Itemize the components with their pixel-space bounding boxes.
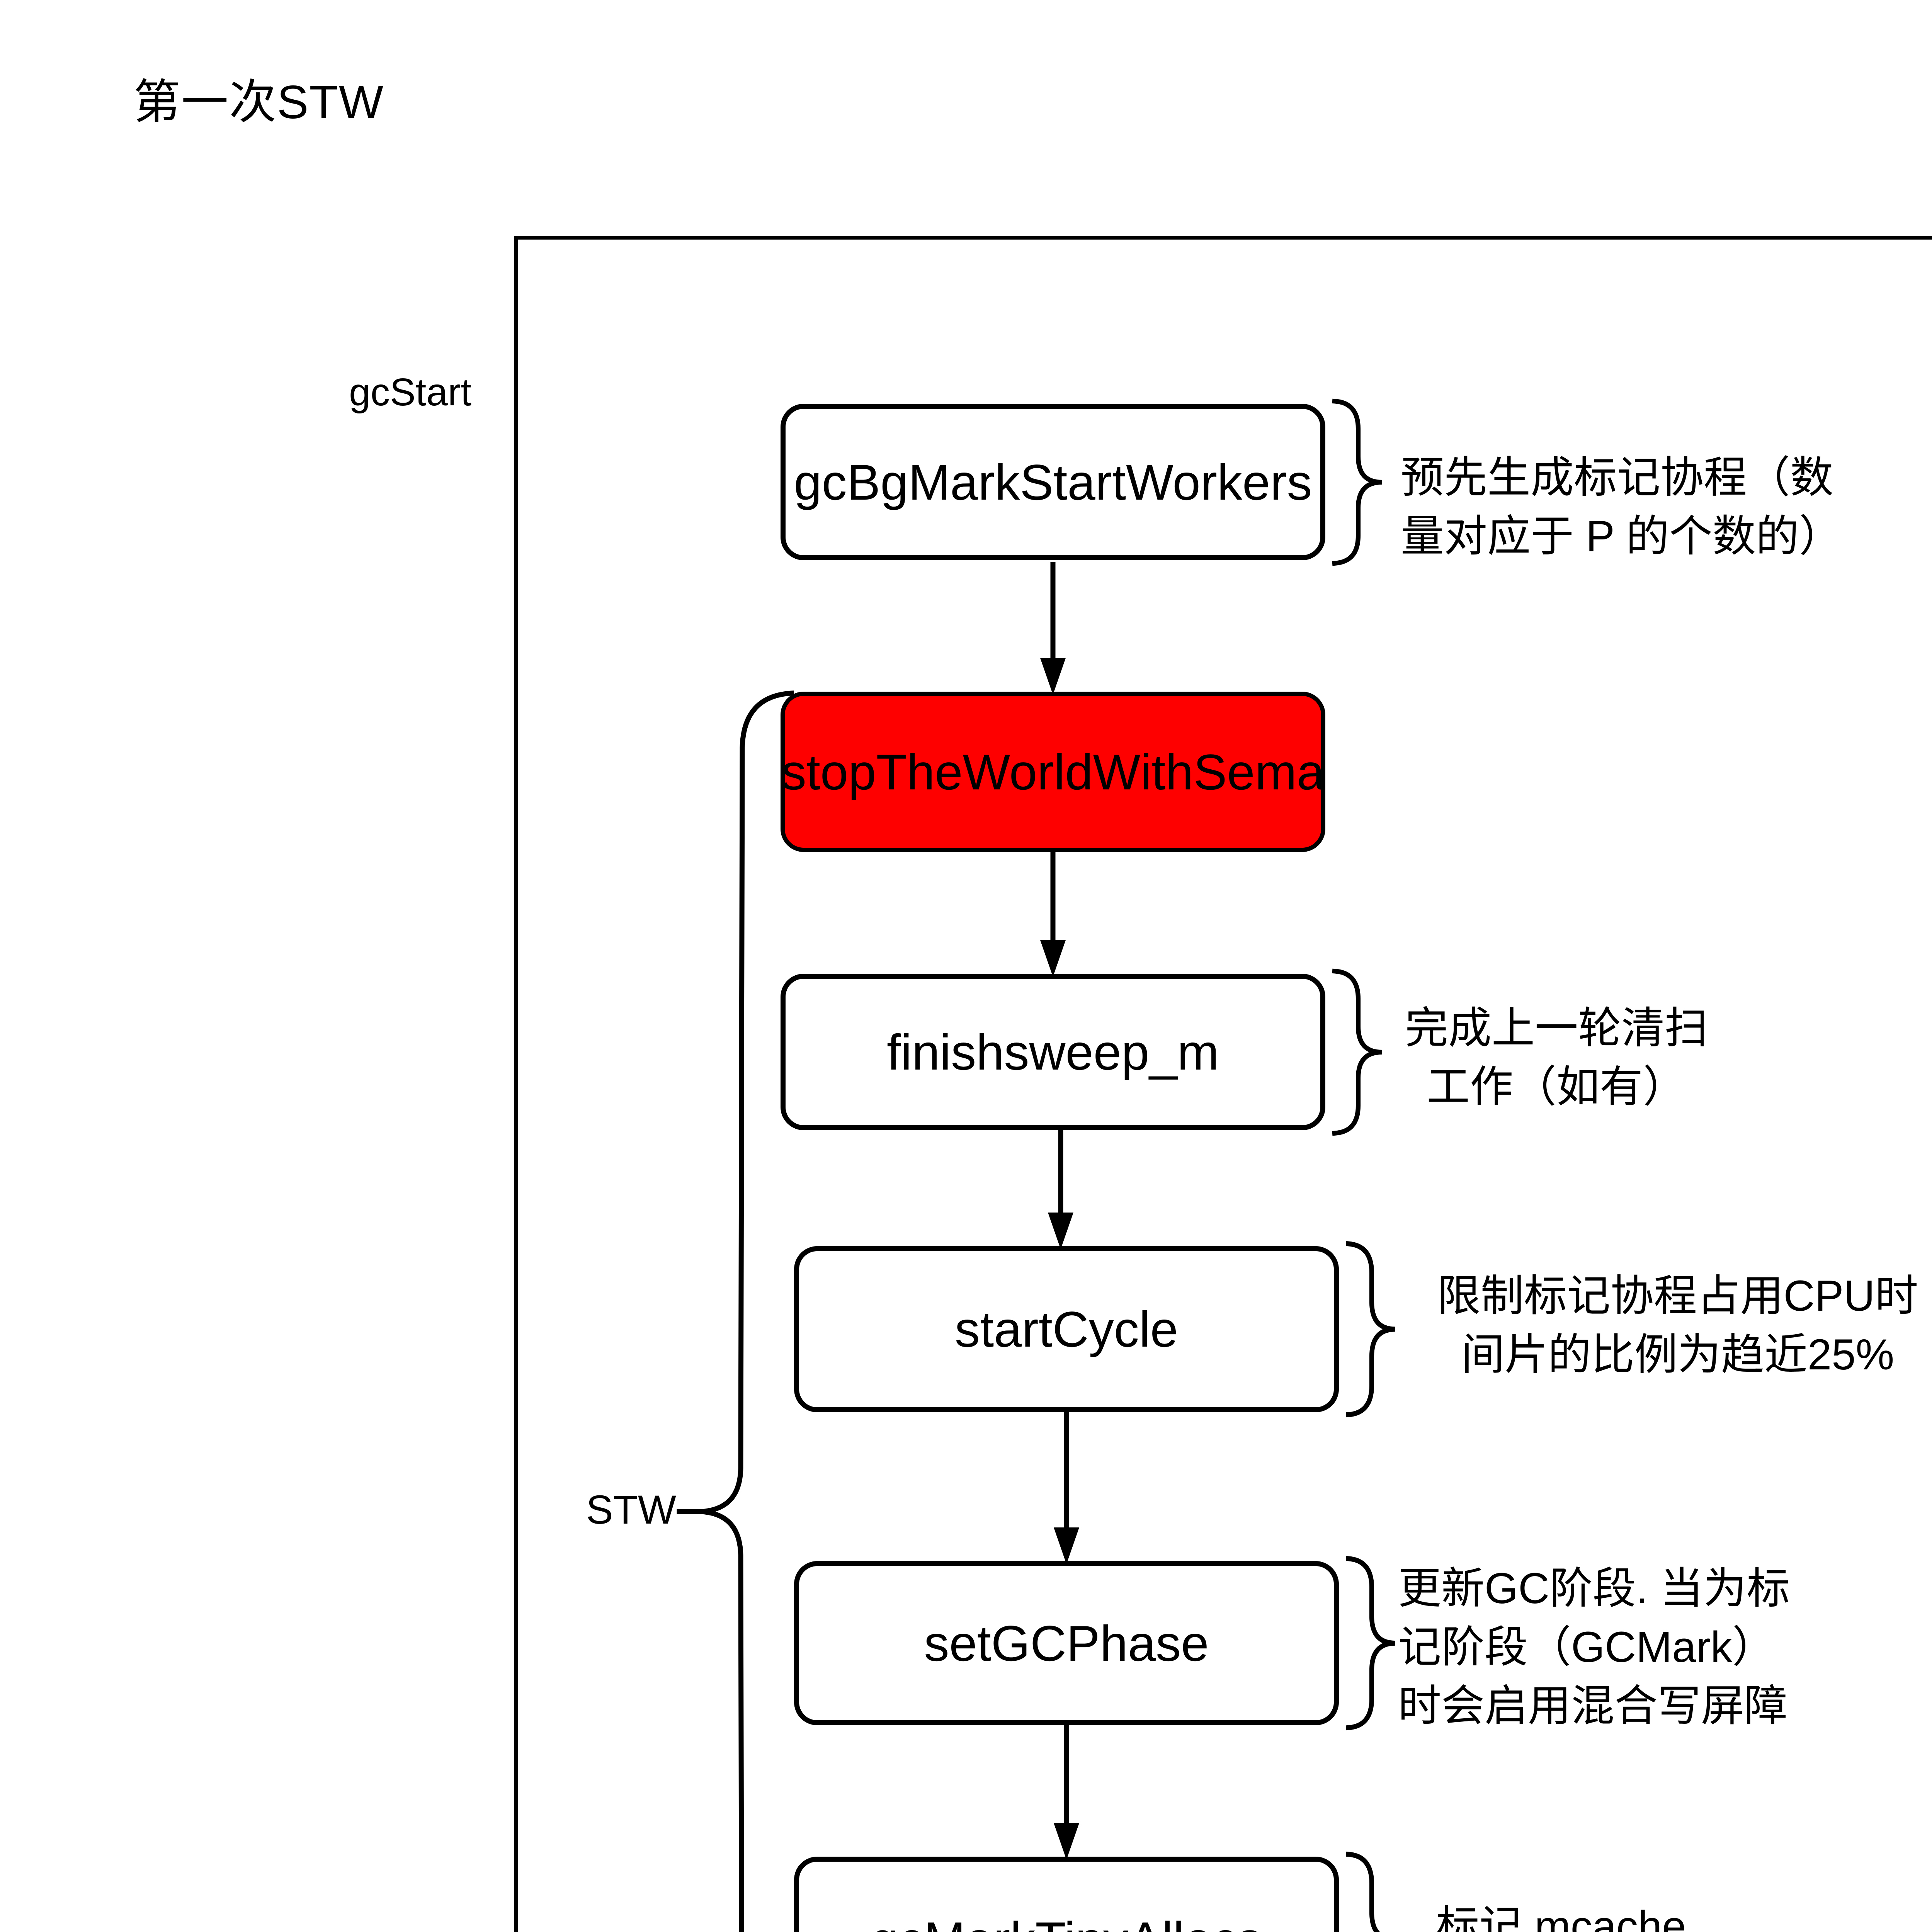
curly-brace-icon — [1346, 1556, 1396, 1731]
curly-brace-icon — [1346, 1241, 1396, 1418]
annotation-line: 更新GC阶段. 当为标 — [1398, 1564, 1790, 1612]
annotation-gcBgMarkStartWorkers: 预先生成标记协程（数 量对应于 P 的个数的） — [1401, 448, 1842, 566]
annotation-line: 记阶段（GCMark） — [1398, 1623, 1776, 1671]
annotation-line: 工作（如有） — [1427, 1063, 1686, 1111]
stw-bracket-label: STW — [586, 1487, 676, 1532]
annotation-line: 间片的比例为趋近25% — [1461, 1330, 1895, 1379]
annotation-line: 时会启用混合写屏障 — [1398, 1682, 1787, 1730]
curly-brace-icon — [1332, 398, 1382, 566]
gcstart-frame — [514, 236, 1932, 1932]
annotation-setGCPhase: 更新GC阶段. 当为标 记阶段（GCMark） 时会启用混合写屏障 — [1398, 1559, 1790, 1735]
page-title: 第一次STW — [133, 76, 384, 128]
annotation-line: 预先生成标记协程（数 — [1401, 453, 1833, 502]
flow-node-gcBgMarkStartWorkers: gcBgMarkStartWorkers — [781, 404, 1325, 560]
gcstart-label: gcStart — [349, 371, 471, 414]
annotation-gcMarkTinyAllocs: 标记 mcache 中的 tiny 对象 — [1401, 1897, 1721, 1932]
annotation-line: 量对应于 P 的个数的） — [1401, 512, 1842, 560]
flow-node-stopTheWorldWithSema: stopTheWorldWithSema — [781, 692, 1325, 852]
flow-node-setGCPhase: setGCPhase — [794, 1561, 1339, 1725]
annotation-finishsweep_m: 完成上一轮清扫 工作（如有） — [1402, 999, 1711, 1116]
curly-brace-icon — [1346, 1851, 1380, 1932]
curly-brace-icon — [1332, 968, 1382, 1136]
flow-node-finishsweep_m: finishsweep_m — [781, 974, 1325, 1130]
annotation-startCycle: 限制标记协程占用CPU时 间片的比例为趋近25% — [1407, 1267, 1932, 1384]
flow-node-startCycle: startCycle — [794, 1246, 1339, 1412]
annotation-line: 限制标记协程占用CPU时 — [1437, 1272, 1918, 1320]
annotation-line: 完成上一轮清扫 — [1405, 1004, 1708, 1052]
flow-node-gcMarkTinyAllocs: gcMarkTinyAllocs — [794, 1857, 1339, 1932]
annotation-line: 标记 mcache — [1436, 1902, 1686, 1932]
